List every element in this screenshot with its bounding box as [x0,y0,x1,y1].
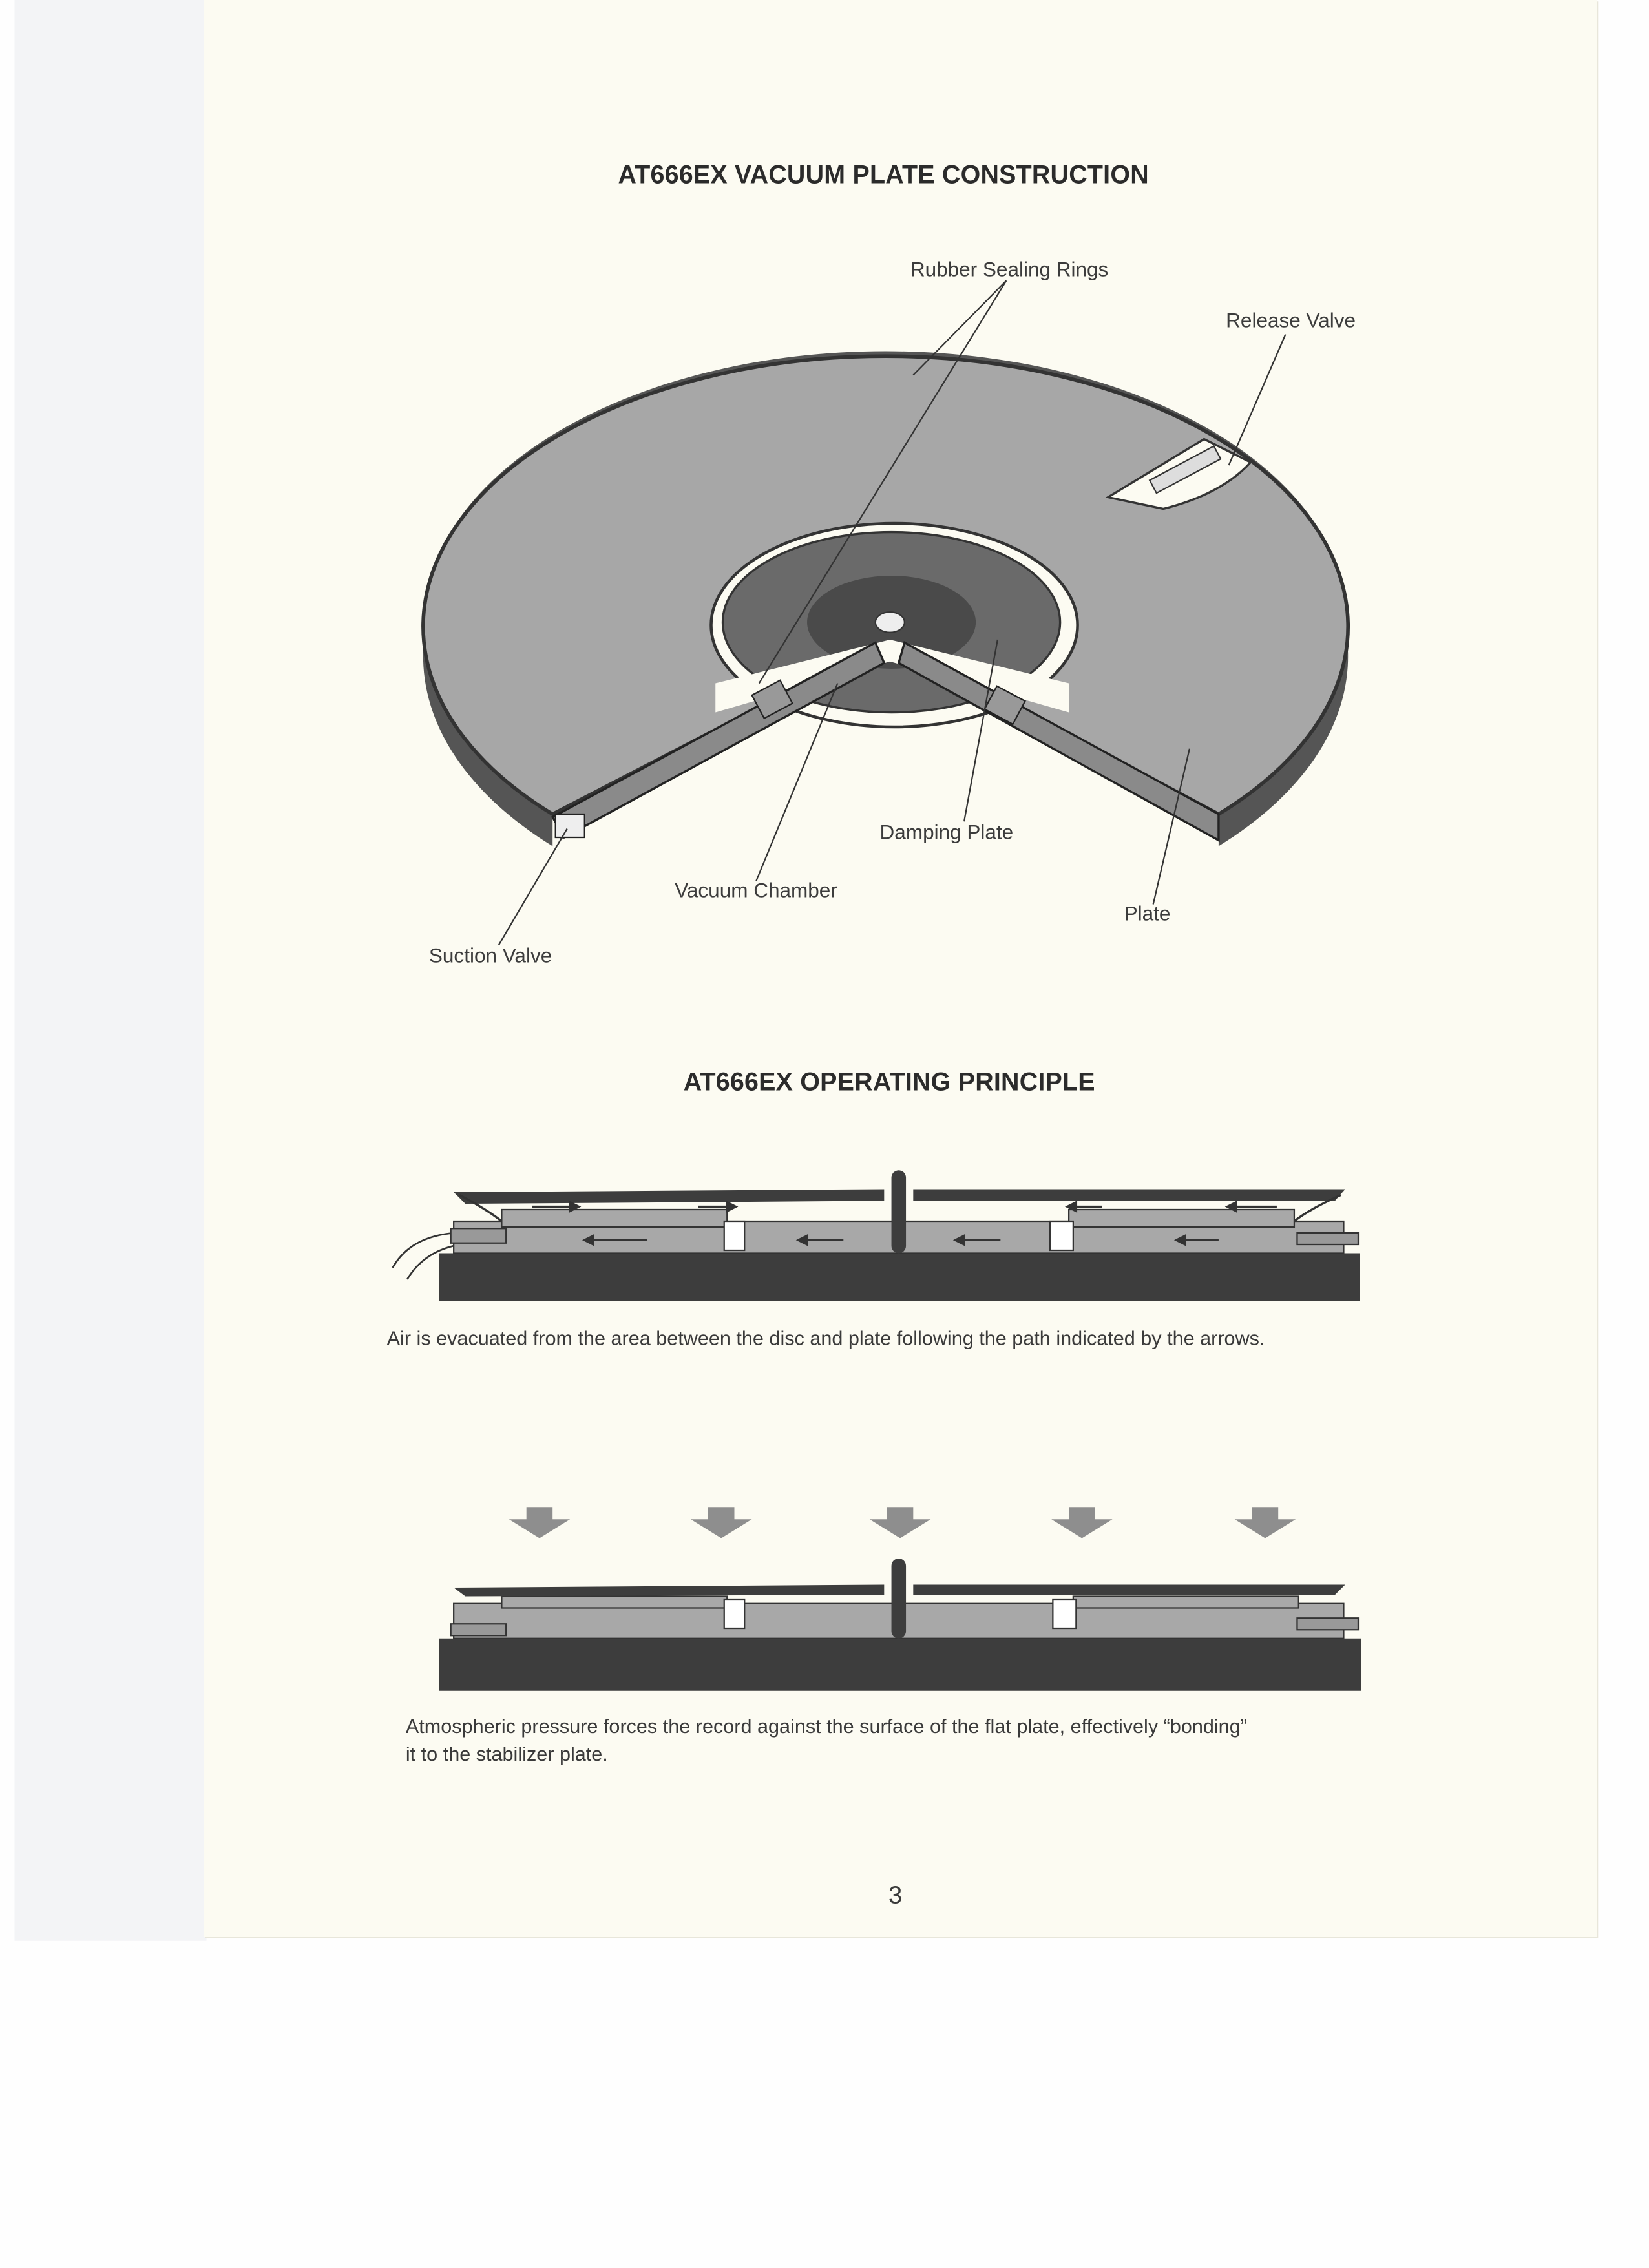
record-disc [454,1584,1345,1597]
label-plate: Plate [1124,901,1171,925]
spindle [891,1170,907,1254]
base [439,1253,1360,1301]
suction-valve-icon [554,813,585,839]
principle-title: AT666EX OPERATING PRINCIPLE [683,1067,1095,1097]
spindle [891,1559,907,1639]
disc-rim [423,351,1349,846]
cross-section-right [897,641,1220,843]
pressure-arrows [509,1507,1296,1538]
cross-section-left [551,641,886,839]
base [439,1638,1361,1691]
caption-pressure-line-2: it to the stabilizer plate. [405,1743,608,1765]
operating-diagram-evacuation [392,1170,1360,1301]
scanner-edge [14,0,207,1941]
leader-lines [498,280,1287,946]
spindle-hole [874,611,905,633]
construction-title: AT666EX VACUUM PLATE CONSTRUCTION [618,160,1149,189]
operating-diagram-pressure [439,1507,1361,1691]
release-valve-icon [1148,445,1222,494]
caption-evacuation: Air is evacuated from the area between t… [386,1327,1265,1349]
caption-pressure-line-1: Atmospheric pressure forces the record a… [405,1716,1247,1738]
label-suction-valve: Suction Valve [428,943,552,967]
label-release-valve: Release Valve [1226,308,1356,331]
record-disc [454,1189,1345,1204]
page-number: 3 [888,1881,903,1909]
label-damping-plate: Damping Plate [879,820,1014,843]
airflow-arrows [532,1201,1277,1246]
label-rubber-sealing-rings: Rubber Sealing Rings [910,257,1109,281]
label-vacuum-chamber: Vacuum Chamber [675,878,837,901]
